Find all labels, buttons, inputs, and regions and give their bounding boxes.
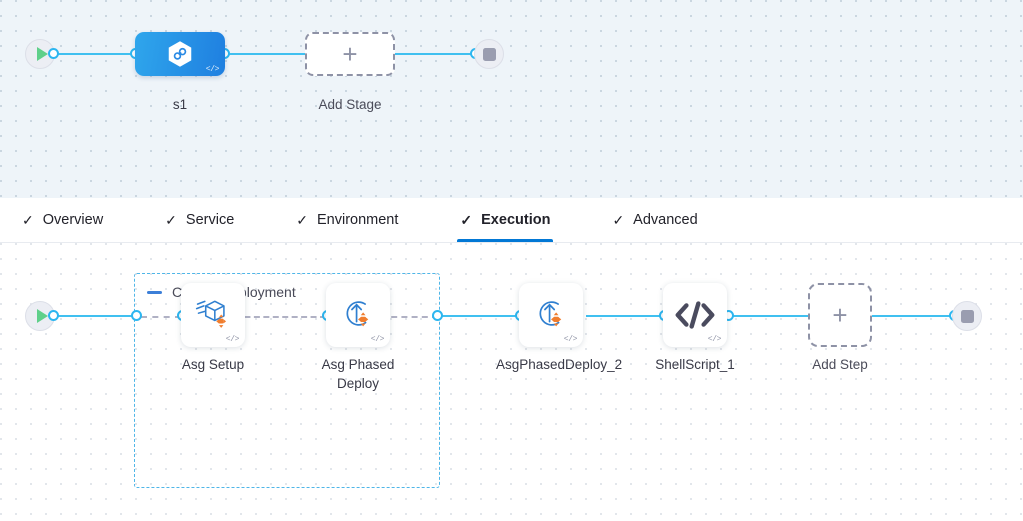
tab-service-label: Service bbox=[185, 212, 235, 228]
stage-config-tabs[interactable]: ✓ Overview ✓ Service ✓ Environment ✓ Exe… bbox=[0, 198, 1023, 243]
check-icon: ✓ bbox=[612, 212, 625, 228]
stage-node-s1[interactable]: </> bbox=[135, 32, 225, 76]
link-asgsetup-to-asgphased bbox=[235, 316, 326, 318]
add-step-label: Add Step bbox=[812, 357, 868, 372]
link-shellscript-to-addstep bbox=[729, 315, 809, 317]
add-stage-button[interactable]: + bbox=[305, 32, 395, 76]
stage-code-badge: </> bbox=[205, 65, 220, 74]
add-step-button[interactable]: + bbox=[808, 283, 872, 347]
step-group-canary-deployment[interactable] bbox=[134, 273, 440, 488]
execution-end-node[interactable] bbox=[952, 301, 982, 331]
step-node-asg-setup[interactable]: </> bbox=[181, 283, 245, 347]
tab-environment-label: Environment bbox=[317, 212, 399, 228]
plus-icon: + bbox=[832, 300, 848, 330]
port-execstart-out[interactable] bbox=[48, 310, 59, 321]
add-stage-label: Add Stage bbox=[318, 97, 382, 112]
tab-environment[interactable]: ✓ Environment bbox=[296, 198, 412, 242]
link-start-to-stage bbox=[52, 53, 142, 55]
check-icon: ✓ bbox=[22, 212, 34, 228]
link-addstage-to-end bbox=[390, 53, 482, 55]
link-addstep-to-execend bbox=[872, 315, 957, 317]
step-label-asgphaseddeploy-2: AsgPhasedDeploy_2 bbox=[496, 357, 623, 372]
minus-icon[interactable] bbox=[147, 290, 162, 294]
hexagon-link-icon bbox=[165, 39, 195, 69]
step-code-badge: </> bbox=[370, 335, 385, 344]
code-brackets-icon bbox=[673, 298, 717, 332]
plus-icon: + bbox=[342, 39, 358, 69]
tab-overview-label: Overview bbox=[42, 212, 104, 228]
tab-advanced-label: Advanced bbox=[633, 212, 698, 228]
step-label-shellscript-1: ShellScript_1 bbox=[655, 357, 735, 372]
port-start-out[interactable] bbox=[48, 48, 59, 59]
step-label-asg-phased-deploy: Asg Phased Deploy bbox=[321, 357, 395, 391]
tab-overview[interactable]: ✓ Overview bbox=[22, 198, 117, 242]
tab-execution[interactable]: ✓ Execution bbox=[457, 198, 564, 242]
step-node-shellscript-1[interactable]: </> bbox=[663, 283, 727, 347]
tab-service[interactable]: ✓ Service bbox=[165, 198, 248, 242]
stop-icon bbox=[960, 309, 974, 323]
link-asgphased2-to-shellscript bbox=[586, 315, 664, 317]
step-code-badge: </> bbox=[707, 335, 722, 344]
stage-label: s1 bbox=[172, 97, 188, 112]
check-icon: ✓ bbox=[165, 212, 177, 228]
link-groupout-to-asgphased2 bbox=[442, 315, 520, 317]
asg-setup-icon bbox=[193, 296, 233, 334]
step-code-badge: </> bbox=[563, 335, 578, 344]
link-groupin-to-asgsetup bbox=[141, 316, 181, 318]
step-code-badge: </> bbox=[225, 335, 240, 344]
port-group-out[interactable] bbox=[432, 310, 443, 321]
pipeline-end-node[interactable] bbox=[474, 39, 504, 69]
play-icon bbox=[36, 47, 48, 61]
check-icon: ✓ bbox=[296, 212, 308, 228]
step-node-asg-phased-deploy[interactable]: </> bbox=[326, 283, 390, 347]
port-group-in[interactable] bbox=[131, 310, 142, 321]
asg-phased-deploy-icon bbox=[532, 296, 570, 334]
stop-icon bbox=[482, 47, 496, 61]
link-asgphased-to-groupout bbox=[381, 316, 438, 318]
step-label-asg-setup: Asg Setup bbox=[181, 357, 245, 372]
play-icon bbox=[36, 309, 48, 323]
stage-canvas[interactable]: </> s1 + Add Stage bbox=[0, 0, 1023, 198]
step-node-asgphaseddeploy-2[interactable]: </> bbox=[519, 283, 583, 347]
check-icon: ✓ bbox=[460, 212, 473, 228]
link-execstart-to-groupin bbox=[52, 315, 137, 317]
asg-phased-deploy-icon bbox=[339, 296, 377, 334]
tab-advanced[interactable]: ✓ Advanced bbox=[612, 198, 711, 242]
link-stage-to-addstage bbox=[218, 53, 310, 55]
tab-execution-label: Execution bbox=[481, 212, 551, 228]
execution-canvas[interactable]: Canary Deployment bbox=[0, 243, 1023, 521]
